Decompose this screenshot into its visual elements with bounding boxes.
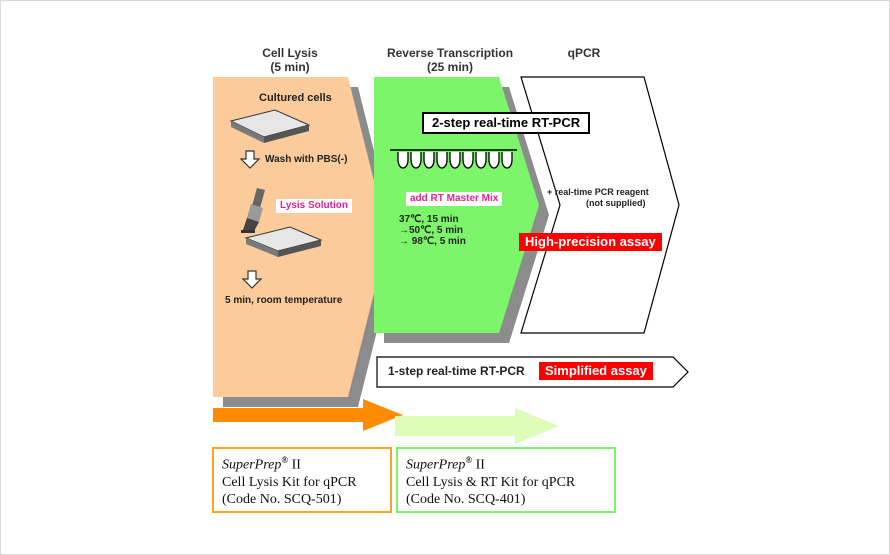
- add-master-mix-label: add RT Master Mix: [406, 192, 503, 206]
- stage-header-rt: Reverse Transcription (25 min): [378, 46, 522, 74]
- simplified-assay-badge: Simplified assay: [539, 362, 653, 380]
- pcr-strip-tubes-icon: [390, 149, 517, 169]
- one-step-rt-pcr-label: 1-step real-time RT-PCR: [388, 364, 525, 378]
- pipette-icon: [241, 188, 265, 233]
- two-step-rt-pcr-label: 2-step real-time RT-PCR: [422, 112, 591, 134]
- kit-brand: SuperPrep: [406, 457, 466, 473]
- stage-time: (5 min): [270, 60, 310, 74]
- kit-brand: SuperPrep: [222, 457, 282, 473]
- stage-header-qpcr: qPCR: [554, 46, 614, 60]
- kit-description: Cell Lysis Kit for qPCR: [222, 474, 357, 490]
- pcr-reagent-label: + real-time PCR reagent: [547, 187, 649, 197]
- not-supplied-label: (not supplied): [586, 198, 646, 208]
- wash-step-label: Wash with PBS(-): [265, 154, 348, 165]
- stage-time: (25 min): [426, 60, 473, 74]
- stage-name: Cell Lysis: [262, 46, 318, 60]
- kit-card-lysis: SuperPrep® II Cell Lysis Kit for qPCR (C…: [212, 447, 392, 513]
- kit-card-lysis-rt: SuperPrep® II Cell Lysis & RT Kit for qP…: [396, 447, 616, 513]
- lysis-solution-label: Lysis Solution: [276, 199, 352, 213]
- stage-header-lysis: Cell Lysis (5 min): [235, 46, 345, 74]
- stage-name: qPCR: [567, 46, 601, 60]
- down-arrow-icon: [241, 270, 263, 289]
- rt-condition-3: → 98℃, 5 min: [399, 236, 466, 247]
- qpcr-panel: [520, 76, 680, 334]
- kit-code: (Code No. SCQ-401): [406, 491, 526, 507]
- registered-mark: ®: [281, 455, 289, 465]
- green-progress-arrow: [395, 408, 559, 444]
- down-arrow-icon: [239, 150, 261, 169]
- rt-condition-1: 37℃, 15 min: [399, 214, 459, 225]
- rt-condition-2: →50℃, 5 min: [399, 225, 464, 236]
- high-precision-badge: High-precision assay: [519, 233, 662, 251]
- microplate-icon: [229, 109, 311, 143]
- kit-name: SuperPrep® II: [406, 452, 606, 474]
- kit-name: SuperPrep® II: [222, 452, 382, 474]
- stage-name: Reverse Transcription: [386, 46, 514, 60]
- incubation-label: 5 min, room temperature: [225, 295, 343, 306]
- kit-code: (Code No. SCQ-501): [222, 491, 342, 507]
- kit-suffix: II: [472, 457, 485, 473]
- kit-suffix: II: [288, 457, 301, 473]
- microplate-icon: [244, 226, 323, 257]
- kit-description: Cell Lysis & RT Kit for qPCR: [406, 474, 576, 490]
- registered-mark: ®: [465, 455, 473, 465]
- orange-progress-arrow: [213, 399, 403, 431]
- cultured-cells-label: Cultured cells: [259, 92, 332, 104]
